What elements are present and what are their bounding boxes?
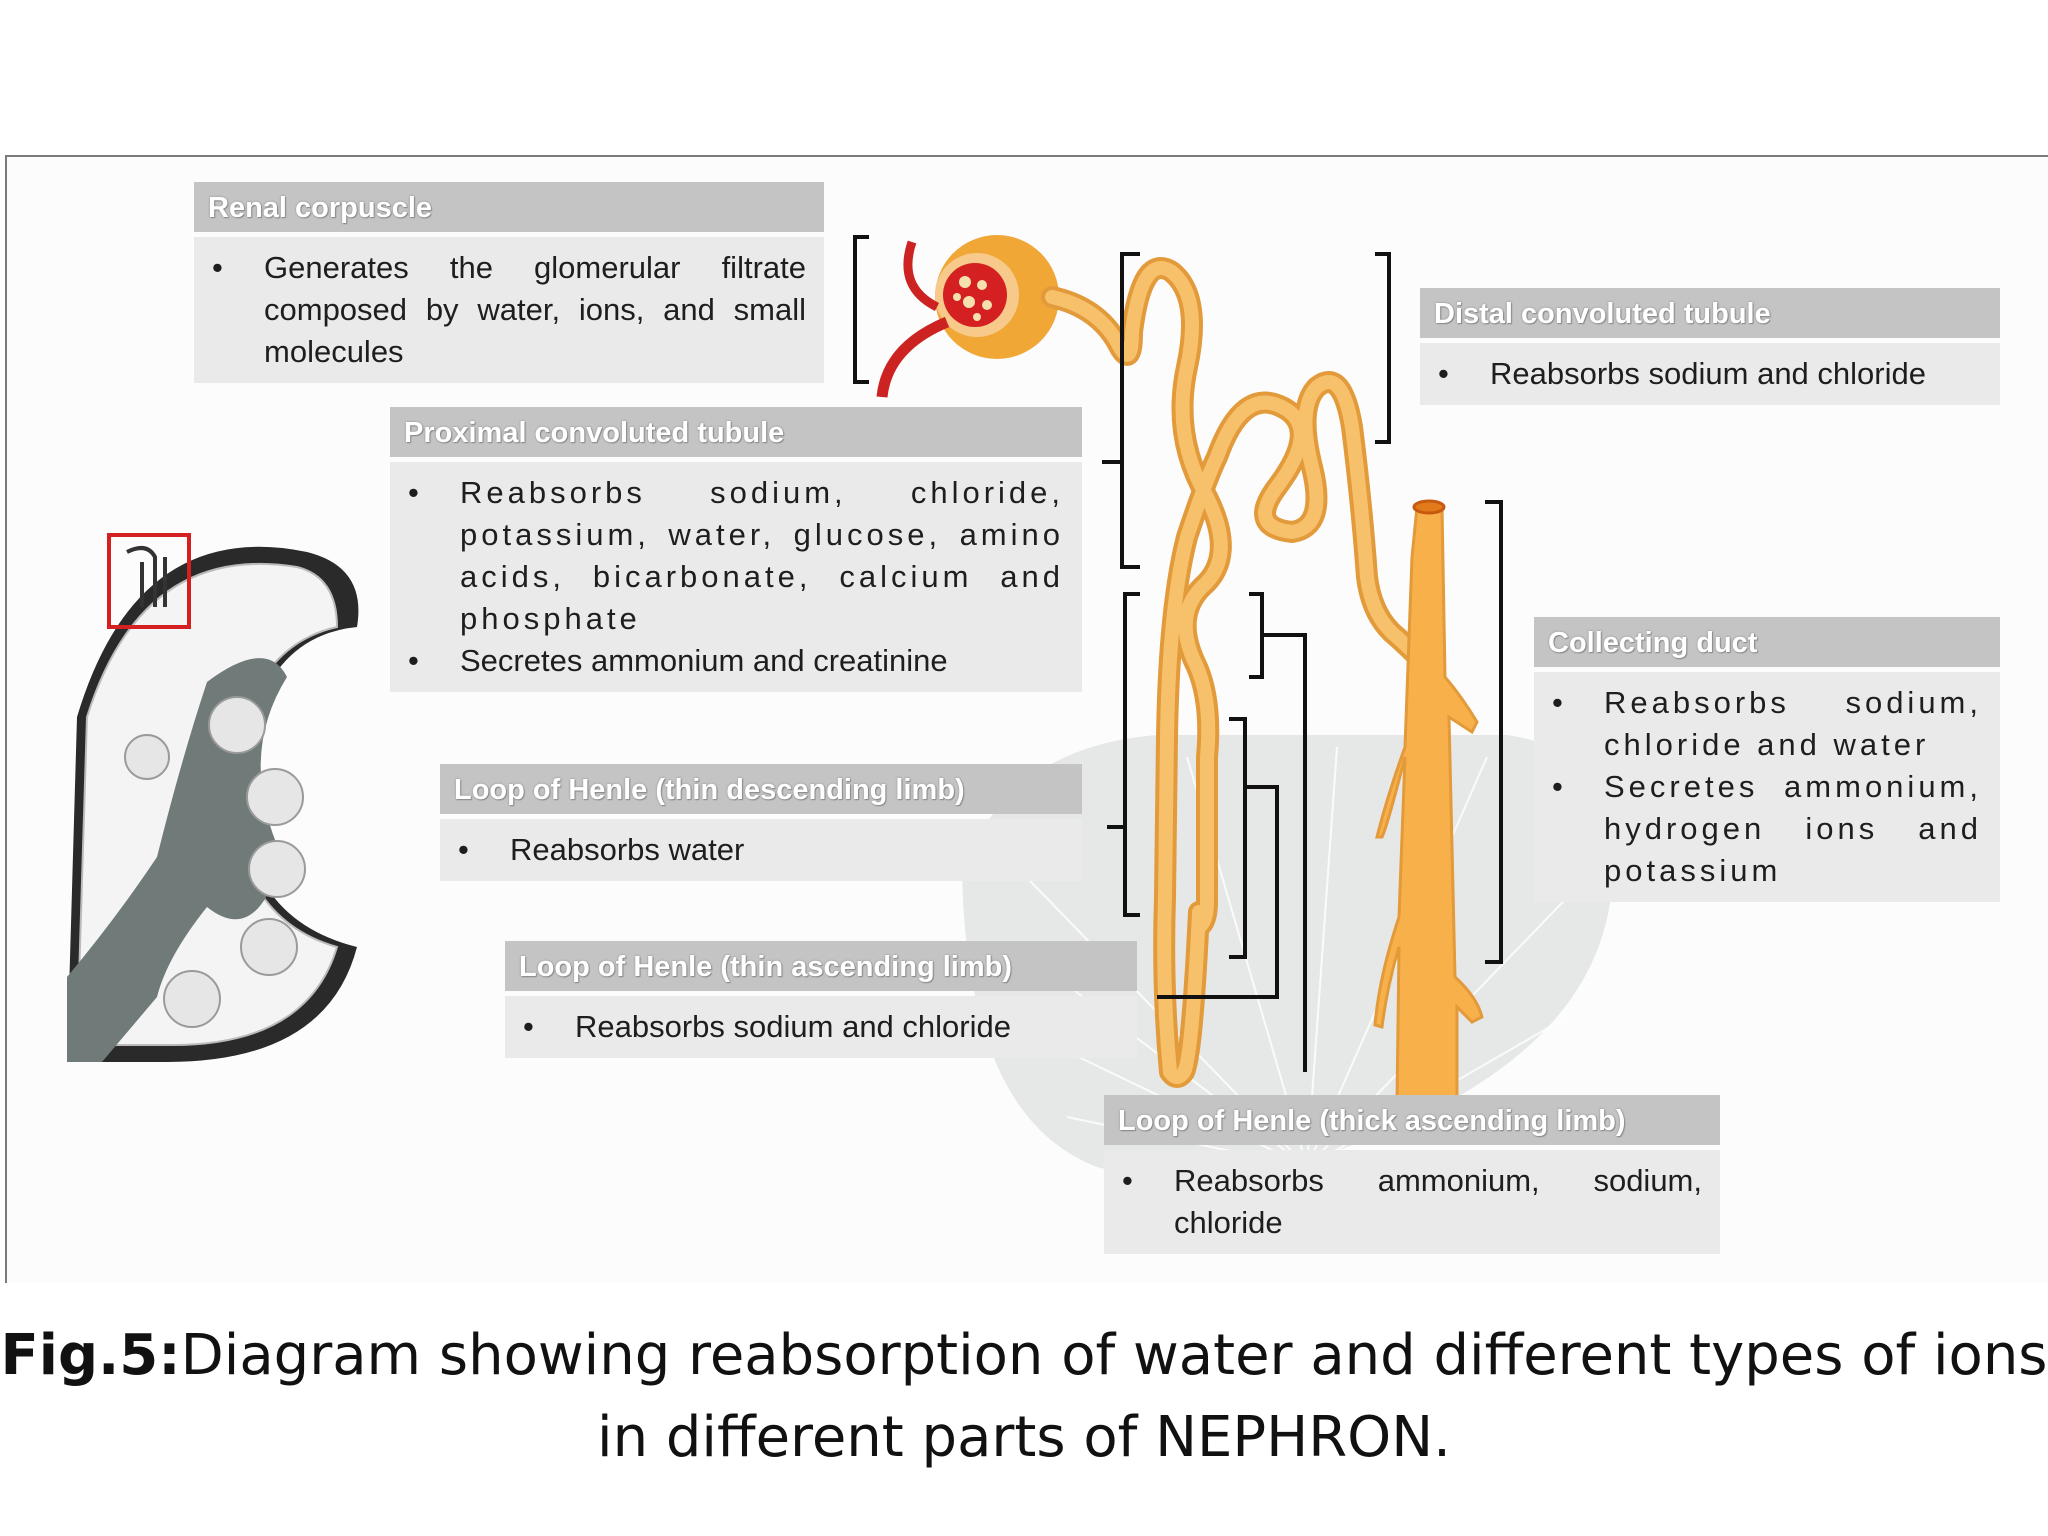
bracket-collecting bbox=[1485, 500, 1503, 964]
figure-caption: Fig.5:Diagram showing reabsorption of wa… bbox=[0, 1315, 2048, 1479]
collecting-duct-item: Reabsorbs sodium, chloride and water bbox=[1544, 682, 1982, 766]
proximal-tubule-item: Reabsorbs sodium, chloride, potassium, w… bbox=[400, 472, 1064, 640]
figure-label: Fig.5: bbox=[0, 1323, 181, 1388]
henle-thin-ascending-box: Loop of Henle (thin ascending limb) Reab… bbox=[505, 941, 1137, 1058]
collecting-duct-body: Reabsorbs sodium, chloride and water Sec… bbox=[1534, 672, 2000, 902]
glomerulus bbox=[876, 235, 1059, 398]
collecting-duct-box: Collecting duct Reabsorbs sodium, chlori… bbox=[1534, 617, 2000, 902]
bracket-henle-ascending bbox=[1229, 717, 1247, 959]
renal-corpuscle-item: Generates the glomerular filtrate compos… bbox=[204, 247, 806, 373]
bracket-proximal bbox=[1120, 252, 1140, 569]
bracket-distal bbox=[1375, 252, 1391, 444]
renal-corpuscle-body: Generates the glomerular filtrate compos… bbox=[194, 237, 824, 383]
henle-thin-ascending-body: Reabsorbs sodium and chloride bbox=[505, 996, 1137, 1058]
highlight-box bbox=[107, 533, 191, 629]
henle-thin-ascending-title: Loop of Henle (thin ascending limb) bbox=[505, 941, 1137, 991]
bracket-henle-descending bbox=[1123, 592, 1140, 917]
collecting-duct-title: Collecting duct bbox=[1534, 617, 2000, 667]
nephron-tubule bbox=[1041, 257, 1433, 1088]
proximal-tubule-title: Proximal convoluted tubule bbox=[390, 407, 1082, 457]
nephron-diagram bbox=[67, 235, 1614, 1179]
bracket-henle-thick-top bbox=[1249, 592, 1264, 679]
figure-caption-text: Diagram showing reabsorption of water an… bbox=[180, 1323, 2048, 1470]
proximal-tubule-item: Secretes ammonium and creatinine bbox=[400, 640, 1064, 682]
renal-corpuscle-box: Renal corpuscle Generates the glomerular… bbox=[194, 182, 824, 383]
renal-pelvis bbox=[67, 658, 287, 1062]
henle-thin-descending-title: Loop of Henle (thin descending limb) bbox=[440, 764, 1082, 814]
renal-pyramids bbox=[124, 696, 306, 1028]
distal-tubule-title: Distal convoluted tubule bbox=[1420, 288, 2000, 338]
henle-thin-descending-body: Reabsorbs water bbox=[440, 819, 1082, 881]
collecting-duct-tube bbox=[1373, 499, 1484, 1104]
henle-thick-ascending-title: Loop of Henle (thick ascending limb) bbox=[1104, 1095, 1720, 1145]
henle-thin-descending-item: Reabsorbs water bbox=[450, 829, 1064, 871]
henle-thin-descending-box: Loop of Henle (thin descending limb) Rea… bbox=[440, 764, 1082, 881]
henle-thin-ascending-item: Reabsorbs sodium and chloride bbox=[515, 1006, 1119, 1048]
henle-thick-ascending-item: Reabsorbs ammonium, sodium, chloride bbox=[1114, 1160, 1702, 1244]
nephron-figure: Renal corpuscle Generates the glomerular… bbox=[5, 155, 2048, 1283]
distal-tubule-body: Reabsorbs sodium and chloride bbox=[1420, 343, 2000, 405]
henle-thick-ascending-box: Loop of Henle (thick ascending limb) Rea… bbox=[1104, 1095, 1720, 1254]
henle-thick-ascending-body: Reabsorbs ammonium, sodium, chloride bbox=[1104, 1150, 1720, 1254]
mini-nephron bbox=[126, 546, 167, 607]
distal-tubule-item: Reabsorbs sodium and chloride bbox=[1430, 353, 1982, 395]
collecting-duct-item: Secretes ammonium, hydrogen ions and pot… bbox=[1544, 766, 1982, 892]
proximal-tubule-box: Proximal convoluted tubule Reabsorbs sod… bbox=[390, 407, 1082, 692]
bracket-corpuscle bbox=[853, 235, 869, 384]
renal-corpuscle-title: Renal corpuscle bbox=[194, 182, 824, 232]
kidney-cross-section bbox=[67, 533, 359, 1062]
proximal-tubule-body: Reabsorbs sodium, chloride, potassium, w… bbox=[390, 462, 1082, 692]
distal-tubule-box: Distal convoluted tubule Reabsorbs sodiu… bbox=[1420, 288, 2000, 405]
brackets bbox=[853, 235, 1503, 1072]
